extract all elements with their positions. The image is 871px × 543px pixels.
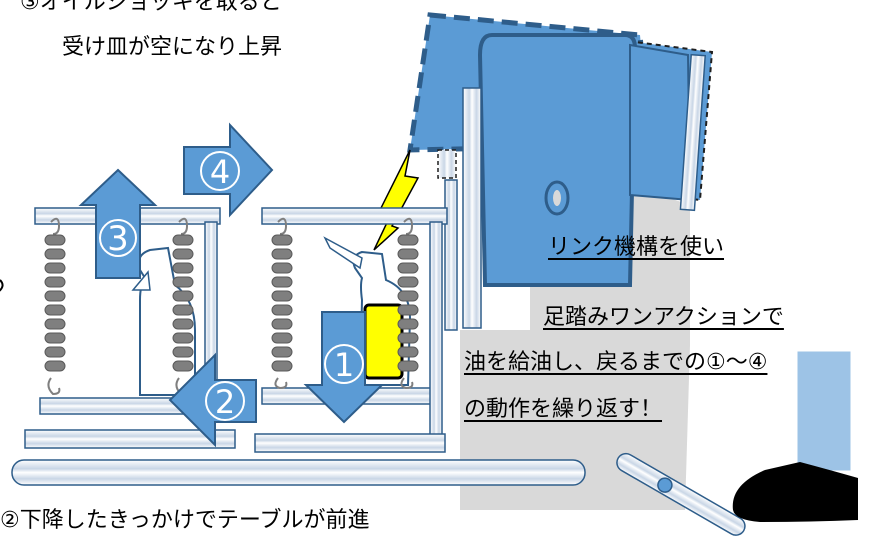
vertical-post xyxy=(462,87,482,329)
link-text-line2: 足踏みワンアクションで xyxy=(543,305,784,330)
arrow-3-number: 3 xyxy=(107,219,129,259)
link-text-line4: の動作を繰り返す！ xyxy=(464,397,663,422)
edge-hook xyxy=(0,279,4,292)
arrow-2-number: 2 xyxy=(215,383,235,421)
arrow-4-number: 4 xyxy=(210,153,230,191)
step3-caption-line2: 受け皿が空になり上昇 xyxy=(62,35,283,60)
table-right xyxy=(254,433,446,453)
link-text-line3: 油を給油し、戻るまでの①～④ xyxy=(464,350,768,375)
arrow-step-1: 1 xyxy=(303,311,385,424)
step2-caption: ②下降したきっかけでテーブルが前進 xyxy=(0,508,370,533)
link-text-line1: リンク機構を使い xyxy=(548,235,725,260)
arrow-step-2: 2 xyxy=(168,352,257,448)
oil-block xyxy=(363,303,404,380)
pedal-lever xyxy=(616,452,746,536)
arrow-1-number: 1 xyxy=(334,346,354,384)
step3-caption-line1: ③オイルジョッキを取ると xyxy=(20,0,282,15)
base-rail xyxy=(11,459,586,486)
shoe-icon xyxy=(732,462,858,522)
arrow-step-4: 4 xyxy=(183,122,274,218)
table-left xyxy=(24,429,236,449)
arrow-step-3: 3 xyxy=(78,168,158,279)
foot-pedal xyxy=(797,351,851,471)
